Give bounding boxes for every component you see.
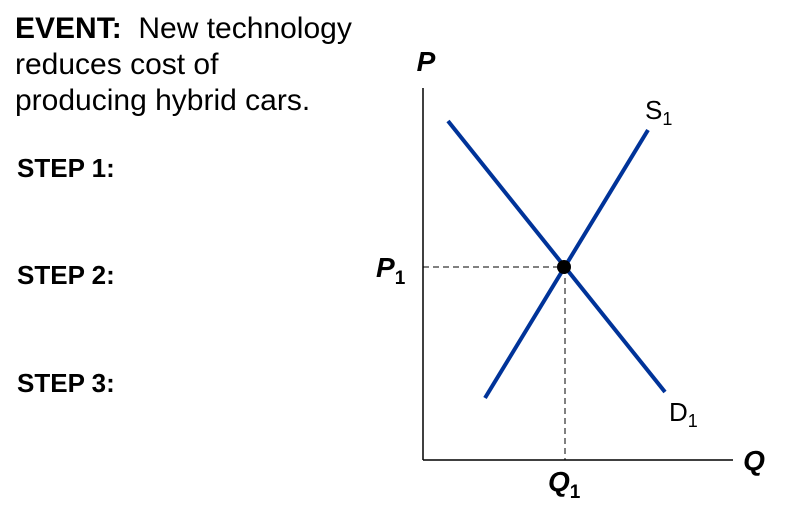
event-line-1: EVENT: New technology [15,11,405,47]
event-description: EVENT: New technology reduces cost of pr… [15,11,405,119]
y-axis-label: P [417,46,436,77]
demand-curve [446,119,667,394]
step-3-label: STEP 3: [17,368,115,398]
event-text-line-3: producing hybrid cars. [15,84,311,117]
event-label: EVENT: [15,12,122,45]
demand-label: D1 [669,397,698,431]
step-2-label: STEP 2: [17,260,115,290]
equilibrium-point [557,260,571,274]
x-axis-label: Q [743,445,765,476]
supply-label: S1 [645,95,672,129]
equilibrium-price-label: P1 [376,252,406,289]
equilibrium-quantity-label: Q1 [548,466,581,503]
step-1-label: STEP 1: [17,153,115,183]
event-text-line-2: reduces cost of [15,48,219,81]
event-text-line-1: New technology [138,12,352,45]
